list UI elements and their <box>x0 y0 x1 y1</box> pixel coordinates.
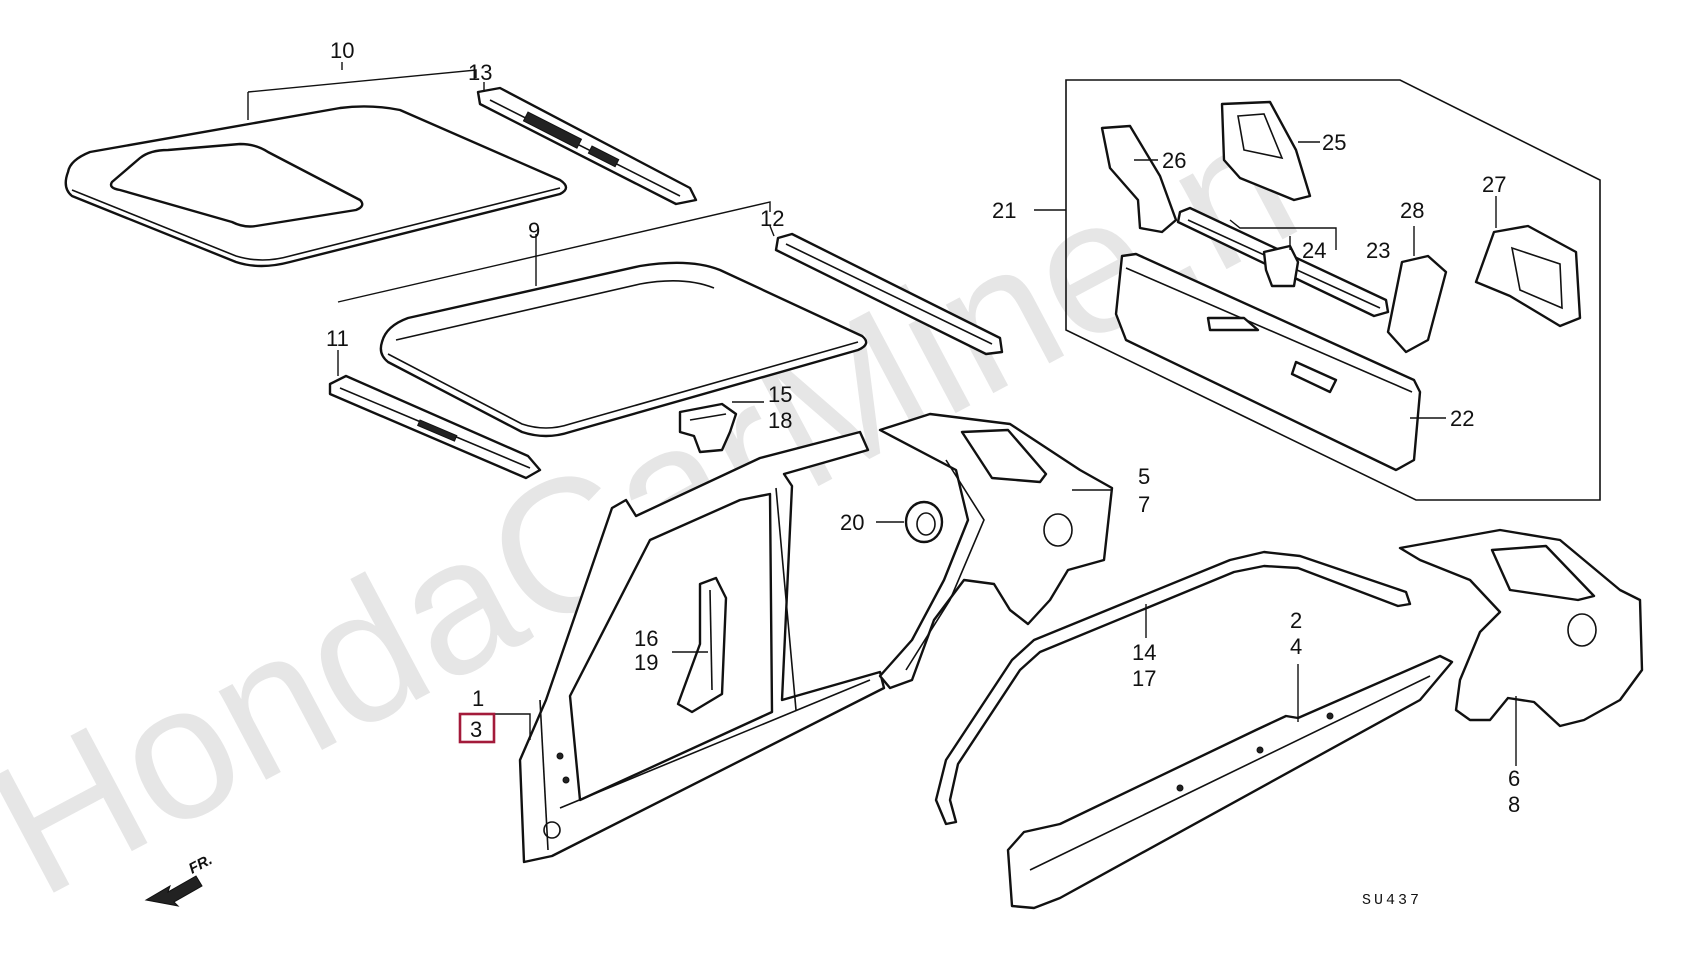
callout-27[interactable]: 27 <box>1482 172 1506 197</box>
door-opening-weatherstrip[interactable] <box>934 550 1412 826</box>
callout-5[interactable]: 5 <box>1138 464 1150 489</box>
callout-15[interactable]: 15 <box>768 382 792 407</box>
quarter-extension-right[interactable] <box>1386 254 1448 354</box>
callout-19[interactable]: 19 <box>634 650 658 675</box>
callout-28[interactable]: 28 <box>1400 198 1424 223</box>
shelf-bracket[interactable] <box>1262 244 1300 288</box>
callout-14[interactable]: 14 <box>1132 640 1156 665</box>
callout-9[interactable]: 9 <box>528 218 540 243</box>
callout-13[interactable]: 13 <box>468 60 492 85</box>
rear-window-frame[interactable] <box>1220 100 1312 202</box>
roof-bracket[interactable] <box>678 402 738 454</box>
diagram-code: SU437 <box>1362 892 1422 909</box>
front-arrow-icon <box>144 875 203 907</box>
leader-lines <box>247 62 1517 766</box>
rear-quarter-panel-lower[interactable] <box>1398 528 1644 728</box>
callout-22[interactable]: 22 <box>1450 406 1474 431</box>
rear-quarter-panel-upper[interactable] <box>878 412 1114 690</box>
windshield-header-rail[interactable] <box>328 374 542 480</box>
rear-panel[interactable] <box>1114 252 1422 472</box>
roof-panel-sunroof[interactable] <box>64 105 568 268</box>
callout-10[interactable]: 10 <box>330 38 354 63</box>
grommet[interactable] <box>904 500 944 544</box>
callout-8[interactable]: 8 <box>1508 792 1520 817</box>
callout-21[interactable]: 21 <box>992 198 1016 223</box>
callout-6[interactable]: 6 <box>1508 766 1520 791</box>
callout-labels: 10 13 9 12 11 15 18 5 7 20 16 19 1 3 14 … <box>326 38 1520 817</box>
quarter-extension-left[interactable] <box>1100 124 1178 234</box>
callout-23[interactable]: 23 <box>1366 238 1390 263</box>
callout-20[interactable]: 20 <box>840 510 864 535</box>
callout-4[interactable]: 4 <box>1290 634 1302 659</box>
rocker-panel[interactable] <box>1006 654 1454 910</box>
callout-12[interactable]: 12 <box>760 206 784 231</box>
highlight-box <box>458 712 496 744</box>
callout-1[interactable]: 1 <box>472 686 484 711</box>
callout-11[interactable]: 11 <box>326 326 349 351</box>
rear-panel-assembly-group[interactable] <box>1065 79 1601 501</box>
callout-7[interactable]: 7 <box>1138 492 1150 517</box>
front-roof-rail[interactable] <box>476 86 698 206</box>
roof-panel[interactable] <box>379 261 868 438</box>
quarter-window-frame[interactable] <box>1474 224 1582 328</box>
callout-26[interactable]: 26 <box>1162 148 1186 173</box>
callout-2[interactable]: 2 <box>1290 608 1302 633</box>
callout-24[interactable]: 24 <box>1302 238 1326 263</box>
b-pillar-stiffener[interactable] <box>676 576 728 714</box>
callout-25[interactable]: 25 <box>1322 130 1346 155</box>
callout-16[interactable]: 16 <box>634 626 658 651</box>
callout-17[interactable]: 17 <box>1132 666 1156 691</box>
callout-18[interactable]: 18 <box>768 408 792 433</box>
rear-roof-rail[interactable] <box>774 232 1004 356</box>
callout-3[interactable]: 3 <box>470 717 482 742</box>
